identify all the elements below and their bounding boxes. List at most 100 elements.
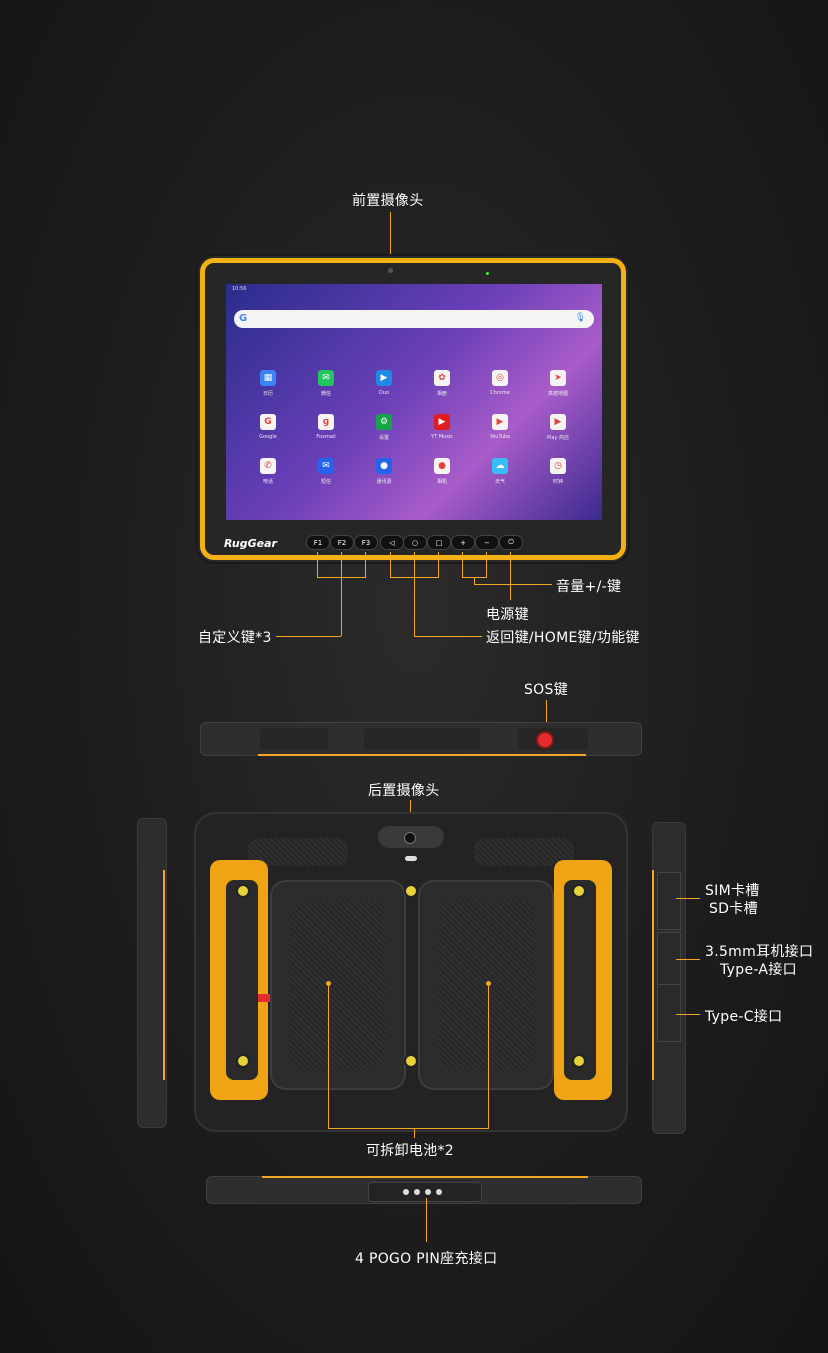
top-edge-yellow-strip	[258, 754, 586, 756]
app-label: Google	[259, 434, 277, 440]
app-label: 天气	[494, 479, 505, 485]
app-glyph-icon: ●	[434, 458, 450, 474]
callout-nav-right	[438, 552, 439, 578]
app-icon-14[interactable]: ●通讯录	[364, 458, 404, 485]
app-glyph-icon: ➤	[550, 370, 566, 386]
battery-right	[418, 880, 554, 1090]
callout-line-sos	[546, 700, 547, 734]
status-time: 10:56	[232, 286, 247, 292]
app-label: 相册	[436, 391, 447, 397]
app-icon-4[interactable]: ◎Chrome	[480, 370, 520, 396]
label-front-camera: 前置摄像头	[352, 193, 424, 209]
label-rear-camera: 后置摄像头	[368, 783, 440, 799]
label-sos-key: SOS键	[524, 682, 568, 698]
app-icon-0[interactable]: ▦日历	[248, 370, 288, 397]
app-icon-16[interactable]: ☁天气	[480, 458, 520, 485]
label-volume-keys: 音量+/-键	[556, 579, 622, 595]
callout-battery-down	[414, 1128, 415, 1138]
callout-line-pogo	[426, 1198, 427, 1242]
app-icon-10[interactable]: ▶YouTube	[480, 414, 520, 440]
app-glyph-icon: ✉	[318, 458, 334, 474]
app-label: 时钟	[552, 479, 563, 485]
screw-icon	[236, 884, 250, 898]
label-sim-slot: SIM卡槽	[705, 883, 760, 899]
app-icon-15[interactable]: ●相机	[422, 458, 462, 485]
label-nav-keys: 返回键/HOME键/功能键	[486, 630, 640, 646]
label-sd-slot: SD卡槽	[709, 901, 758, 917]
battery-latch-left[interactable]	[258, 994, 270, 1002]
hardware-key-1[interactable]: F2	[330, 535, 354, 550]
microphone-icon[interactable]: 🎙	[574, 313, 586, 323]
app-icon-9[interactable]: ▶YT Music	[422, 414, 462, 440]
rear-flash	[405, 856, 417, 861]
callout-vol-right	[486, 552, 487, 578]
google-search-bar[interactable]: G 🎙	[234, 310, 594, 328]
callout-line-front-camera	[390, 212, 391, 270]
app-icon-2[interactable]: ▶Duo	[364, 370, 404, 396]
app-icon-8[interactable]: ⚙设置	[364, 414, 404, 441]
hardware-key-0[interactable]: F1	[306, 535, 330, 550]
screw-icon	[404, 1054, 418, 1068]
hardware-key-2[interactable]: F3	[354, 535, 378, 550]
app-label: Foxmail	[316, 434, 336, 440]
callout-custom-bar	[317, 577, 365, 578]
app-icon-1[interactable]: ✉微信	[306, 370, 346, 397]
app-glyph-icon: ⚙	[376, 414, 392, 430]
app-label: Duo	[378, 390, 390, 396]
pogo-pin	[425, 1189, 431, 1195]
app-glyph-icon: ▶	[434, 414, 450, 430]
callout-typec	[676, 1014, 700, 1015]
app-icon-3[interactable]: ✿相册	[422, 370, 462, 397]
right-edge-yellow-strip	[652, 870, 654, 1080]
label-power-key: 电源键	[486, 607, 529, 623]
hardware-key-7[interactable]: −	[475, 535, 499, 550]
sim-sd-slot-cover[interactable]	[657, 872, 681, 930]
callout-audio	[676, 959, 700, 960]
callout-vol-horiz	[474, 584, 552, 585]
pogo-pin	[436, 1189, 442, 1195]
app-glyph-icon: ▦	[260, 370, 276, 386]
app-icon-13[interactable]: ✉短信	[306, 458, 346, 485]
callout-custom-bracket-right	[365, 552, 366, 578]
screw-icon	[572, 1054, 586, 1068]
left-grip-inner	[226, 880, 258, 1080]
app-label: Chrome	[490, 390, 510, 396]
callout-custom-bracket	[317, 552, 318, 578]
battery-left	[270, 880, 406, 1090]
left-edge-yellow-strip	[163, 870, 165, 1080]
top-edge-seg-3	[518, 728, 588, 750]
label-custom-keys: 自定义键*3	[198, 630, 272, 646]
app-icon-11[interactable]: ▶Play 商店	[538, 414, 578, 441]
app-glyph-icon: ✆	[260, 458, 276, 474]
front-camera-dot	[388, 268, 393, 273]
light-sensor-dot	[486, 272, 489, 275]
app-label: YouTube	[489, 434, 511, 440]
hardware-key-4[interactable]: ○	[403, 535, 427, 550]
hardware-key-8[interactable]: ⏻	[499, 535, 523, 550]
label-battery: 可拆卸电池*2	[366, 1143, 455, 1159]
tablet-left-edge	[137, 818, 167, 1128]
hardware-key-3[interactable]: ◁	[380, 535, 404, 550]
app-icon-5[interactable]: ➤高德地图	[538, 370, 578, 397]
top-edge-seg-1	[260, 728, 328, 750]
usb-c-port-cover[interactable]	[657, 984, 681, 1042]
app-glyph-icon: ɡ	[318, 414, 334, 430]
battery-callout-dot	[326, 981, 331, 986]
pogo-pin	[403, 1189, 409, 1195]
screw-icon	[404, 884, 418, 898]
battery-left-pad	[290, 900, 386, 1070]
audio-usb-a-port-cover[interactable]	[657, 932, 681, 990]
sos-button[interactable]	[538, 733, 552, 747]
app-icon-12[interactable]: ✆ 电话	[248, 458, 288, 485]
screw-icon	[572, 884, 586, 898]
callout-power-vert	[510, 552, 511, 600]
callout-battery-bar	[328, 1128, 489, 1129]
app-glyph-icon: ▶	[550, 414, 566, 430]
hardware-key-6[interactable]: +	[451, 535, 475, 550]
rear-camera-lens	[404, 832, 416, 844]
app-icon-17[interactable]: ◷时钟	[538, 458, 578, 485]
hardware-key-5[interactable]: □	[427, 535, 451, 550]
app-label: 电话	[262, 479, 273, 485]
